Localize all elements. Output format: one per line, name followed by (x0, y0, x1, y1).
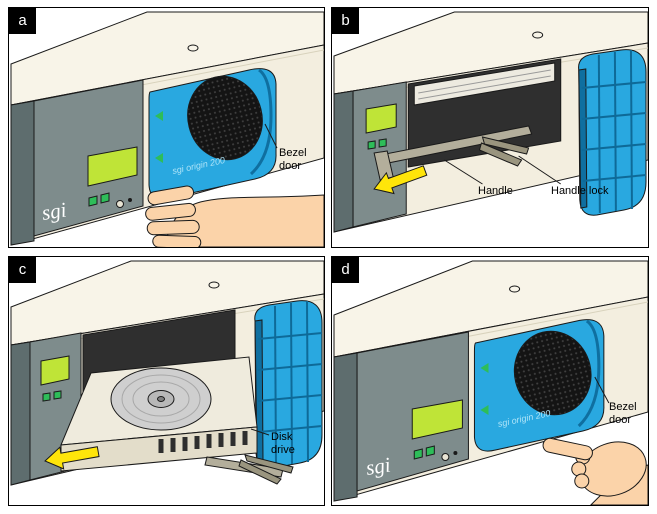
panel-letter-c: c (9, 257, 36, 283)
led-indicator (425, 445, 435, 457)
bezel-door-open (578, 49, 647, 216)
callout-disk-drive: Disk drive (271, 431, 295, 457)
green-arrow-marker (480, 405, 489, 415)
finger (145, 202, 196, 221)
panel-letter-b: b (332, 8, 359, 34)
drive-handle (373, 125, 533, 181)
leader-line (518, 155, 562, 185)
power-led (453, 451, 458, 455)
callout-handle-lock: Handle lock (551, 185, 609, 197)
leader-line (444, 159, 483, 185)
handle-lock (478, 142, 523, 167)
door-inner-grid (257, 300, 323, 467)
disk-drive-front (413, 62, 556, 106)
leader-line (264, 123, 278, 149)
led-indicator (378, 138, 387, 148)
reset-button (441, 453, 450, 461)
green-arrow-marker (155, 153, 163, 163)
sgi-logo: sgi (364, 452, 392, 480)
panel-c: c (8, 256, 325, 506)
handle-lock (244, 454, 294, 474)
chassis-left-edge (333, 352, 358, 502)
callout-bezel-door: Bezel door (279, 147, 307, 173)
knuckle (574, 473, 590, 489)
chassis-top-hole (509, 285, 521, 293)
chassis-left-edge (10, 100, 35, 246)
panel-d: d sgi (331, 256, 649, 506)
chassis-top-hole (187, 44, 199, 52)
green-arrow-marker (480, 363, 489, 373)
finger (147, 185, 195, 206)
drive-bay-opening (407, 58, 562, 168)
sgi-logo: sgi (40, 197, 68, 225)
reset-button (116, 200, 124, 208)
finger (146, 219, 200, 236)
illustration-open-bezel-door: sgi sgi origin 200 (10, 11, 324, 247)
green-arrow-marker (155, 111, 163, 121)
lcd-display (87, 146, 138, 187)
bezel-door-open (254, 300, 323, 469)
handle-lock (481, 136, 530, 155)
bezel-door: sgi origin 200 (473, 319, 605, 452)
leader-line (594, 376, 610, 404)
led-indicator (100, 192, 110, 204)
finger (152, 234, 202, 247)
led-indicator (88, 195, 98, 207)
callout-bezel-door: Bezel door (609, 401, 637, 427)
panel-b: b (331, 7, 649, 248)
pull-arrow (373, 165, 428, 195)
drive-handle (204, 454, 294, 485)
panel-a: a sgi (8, 7, 325, 248)
door-inner-grid (581, 49, 647, 214)
panel-letter-a: a (9, 8, 36, 34)
drive-vent-slots (158, 431, 248, 453)
chassis-top-hole (208, 281, 220, 289)
vent-grille (513, 330, 592, 416)
led-indicator (42, 392, 51, 402)
leader-line (250, 428, 270, 436)
power-led (128, 198, 132, 202)
lcd-display (40, 355, 70, 386)
lcd-display (365, 103, 397, 134)
index-finger (542, 437, 593, 461)
vent-grille (187, 75, 263, 161)
illustration-close-bezel-door: sgi sgi origin 200 (333, 260, 648, 505)
door-hinge-edge (578, 68, 588, 209)
panel-letter-d: d (332, 257, 359, 283)
led-indicator (53, 390, 62, 400)
illustration-remove-disk-drive (10, 260, 324, 486)
chassis-left-edge (10, 341, 31, 486)
hand (145, 185, 324, 247)
chassis-left-edge (333, 90, 354, 233)
lcd-display (411, 399, 463, 440)
pull-arrow (44, 446, 100, 470)
callout-handle: Handle (478, 185, 513, 197)
bezel-door: sgi origin 200 (148, 68, 277, 200)
led-indicator (413, 448, 423, 460)
led-indicator (367, 140, 376, 150)
chassis-top-hole (532, 31, 544, 39)
handle-lock (238, 459, 282, 485)
illustration-release-handle (333, 11, 648, 233)
disk-drive (60, 356, 258, 472)
hand-pointing (542, 437, 648, 505)
